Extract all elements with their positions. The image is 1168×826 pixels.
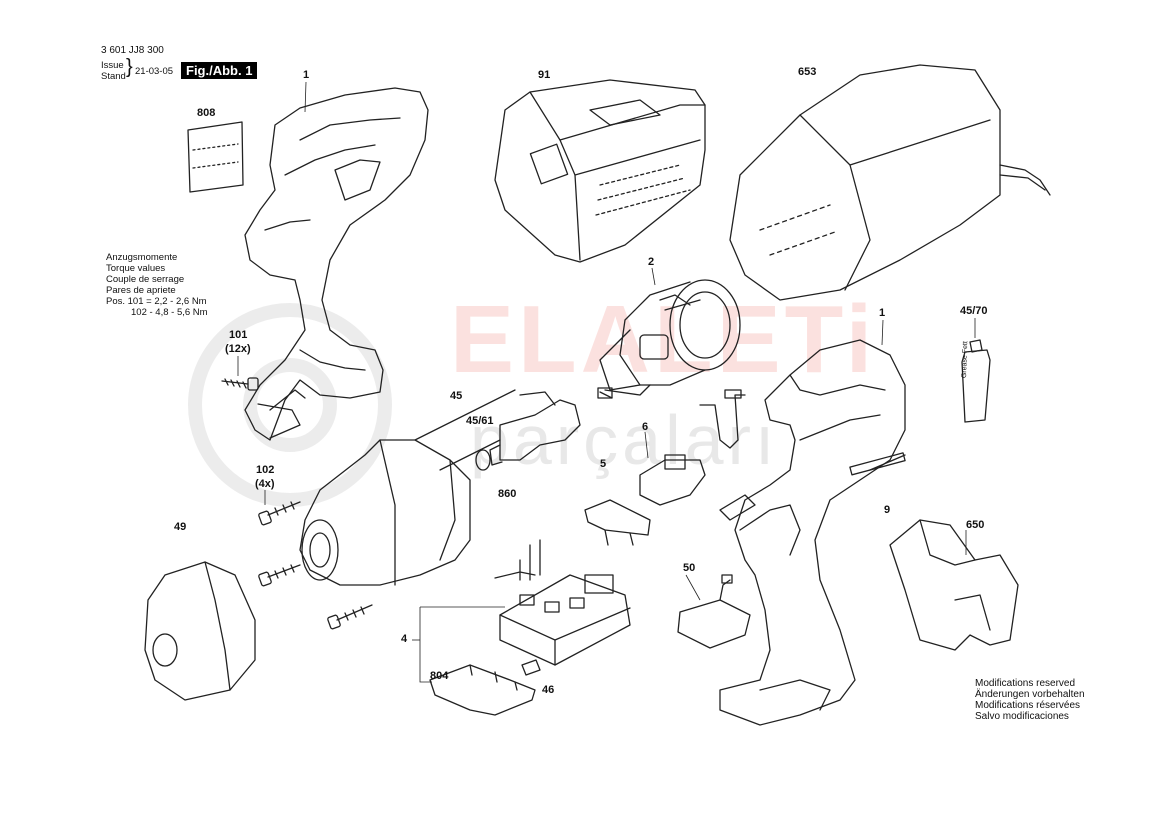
watermark-gear-icon xyxy=(188,303,392,507)
switch-part-6 xyxy=(639,459,706,506)
end-cap-49 xyxy=(144,561,256,701)
note-fr: Modifications réservées xyxy=(975,700,1081,711)
battery-pack xyxy=(494,79,706,263)
torque-line-4: Pares de apriete xyxy=(106,285,176,296)
part-label-808: 808 xyxy=(197,107,216,119)
part-label-45: 45 xyxy=(450,390,463,402)
gear-housing xyxy=(299,439,471,586)
part-label-653: 653 xyxy=(798,66,817,78)
torque-pos-101: Pos. 101 = 2,2 - 2,6 Nm xyxy=(106,296,207,307)
part-label-49: 49 xyxy=(174,521,187,533)
torque-line-1: Anzugsmomente xyxy=(106,252,178,263)
spindle-45-61 xyxy=(489,391,581,466)
bracket-804 xyxy=(429,664,536,716)
part-label-9: 9 xyxy=(884,504,891,516)
torque-pos-102: 102 - 4,8 - 5,6 Nm xyxy=(131,307,208,318)
grease-tube-label: Grease Fett xyxy=(961,341,970,379)
part-label-91: 91 xyxy=(538,69,551,81)
screw-101 xyxy=(221,377,259,391)
part-50 xyxy=(677,574,751,649)
label-sheet-808 xyxy=(187,121,244,193)
screw-102-c xyxy=(327,604,373,630)
part-label-2: 2 xyxy=(648,256,655,268)
spring-46 xyxy=(521,659,541,676)
note-es: Salvo modificaciones xyxy=(975,711,1069,722)
doc-number: 3 601 JJ8 300 xyxy=(101,45,164,56)
watermark-line2: parçaları xyxy=(470,401,779,479)
stand-label: Stand xyxy=(101,71,126,82)
housing-half-right xyxy=(719,339,906,726)
charger xyxy=(729,64,1001,301)
part-label-4: 4 xyxy=(401,633,408,645)
part-label-102: 102 xyxy=(256,464,275,476)
part-label-46: 46 xyxy=(542,684,555,696)
watermark-line1: ELALETi xyxy=(450,286,877,393)
part-label-860: 860 xyxy=(498,488,517,500)
part-650 xyxy=(889,519,1019,651)
part-label-6: 6 xyxy=(642,421,649,433)
part-label-650: 650 xyxy=(966,519,985,531)
part-label-45-61: 45/61 xyxy=(466,415,494,427)
motor-assembly xyxy=(597,279,741,399)
electronics-module xyxy=(494,539,631,666)
torque-line-2: Torque values xyxy=(106,263,166,274)
part-label-1-right: 1 xyxy=(879,307,886,319)
part-label-101-qty: (12x) xyxy=(225,343,251,355)
part-5 xyxy=(584,499,651,536)
issue-label: Issue xyxy=(101,60,124,71)
part-label-804: 804 xyxy=(430,670,449,682)
part-label-1-left: 1 xyxy=(303,69,310,81)
leader-lines xyxy=(237,81,976,683)
grease-tube xyxy=(961,339,991,423)
note-de: Änderungen vorbehalten xyxy=(975,689,1085,700)
torque-line-3: Couple de serrage xyxy=(106,274,185,285)
note-en: Modifications reserved xyxy=(975,678,1076,689)
part-label-5: 5 xyxy=(600,458,607,470)
issue-date: 21-03-05 xyxy=(135,66,174,77)
screw-102-a xyxy=(258,501,301,526)
issue-brace: } xyxy=(126,56,133,78)
part-label-101: 101 xyxy=(229,329,248,341)
part-label-50: 50 xyxy=(683,562,696,574)
ring-860 xyxy=(475,449,491,471)
figure-label: Fig./Abb. 1 xyxy=(181,62,258,79)
housing-half-left xyxy=(244,87,429,441)
part-label-102-qty: (4x) xyxy=(255,478,275,490)
screw-102-b xyxy=(258,564,301,587)
part-label-45-70: 45/70 xyxy=(960,305,988,317)
